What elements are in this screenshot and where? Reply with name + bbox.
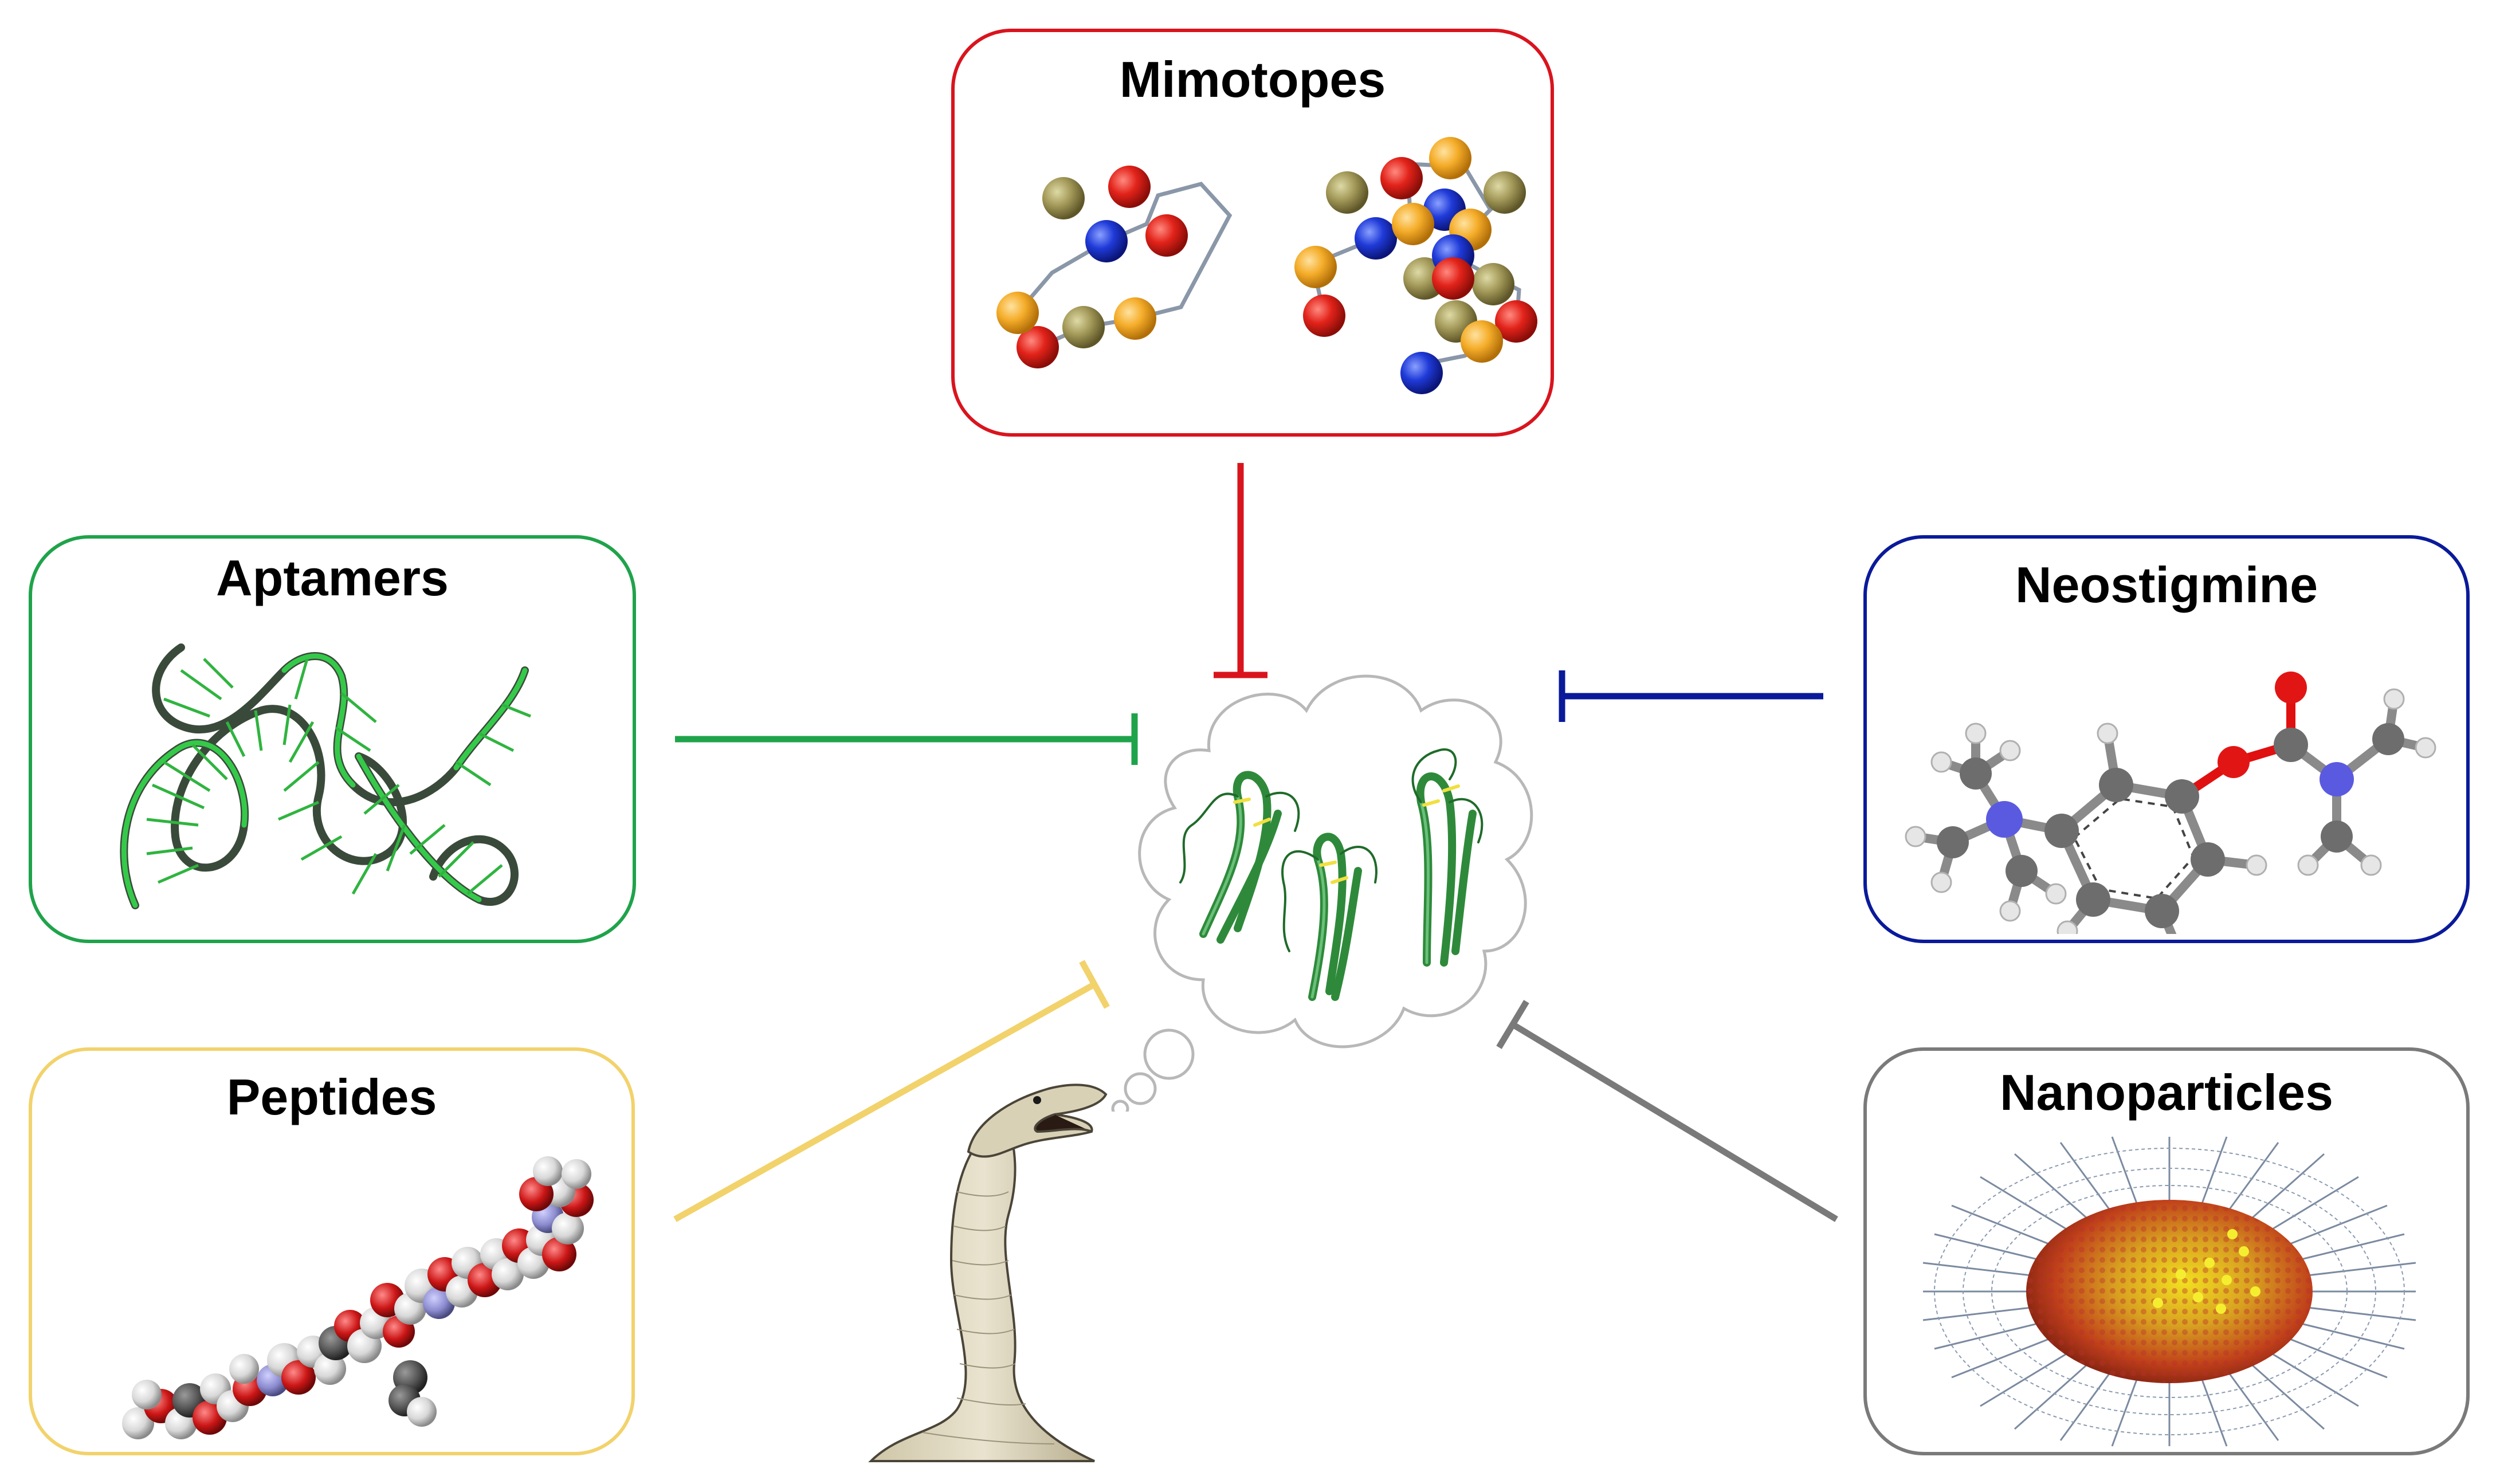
ligand-coated-nanoparticle-image (1922, 1136, 2416, 1447)
three-finger-toxins-in-thought-cloud-image (1111, 674, 1533, 1112)
peptides-box: Peptides (29, 1047, 635, 1455)
nanoparticles-title: Nanoparticles (2000, 1064, 2333, 1121)
ball-and-stick-molecule-image (1905, 672, 2436, 934)
aptamers-title: Aptamers (216, 549, 449, 606)
snake-head-image (868, 1083, 1108, 1462)
mimotopes-connector (1214, 463, 1267, 678)
toxin-ribbons (1179, 748, 1484, 1001)
aptamers-box: Aptamers (29, 535, 636, 943)
peptide-atoms (122, 1156, 594, 1439)
neostigmine-connector (1559, 670, 1823, 722)
mimotopes-box: Mimotopes (951, 29, 1554, 437)
amino-acid-bead-chains-image (996, 137, 1537, 394)
aptamers-connector (675, 713, 1138, 765)
neostigmine-title: Neostigmine (2015, 556, 2318, 613)
nanoparticles-box: Nanoparticles (1863, 1047, 2470, 1455)
space-filling-peptide-image (122, 1156, 594, 1439)
nanoparticles-connector (1496, 1000, 1838, 1222)
mimotopes-title: Mimotopes (1119, 51, 1386, 108)
peptides-connector (673, 960, 1110, 1222)
neostigmine-box: Neostigmine (1863, 535, 2470, 943)
rna-ribbon-structure-image (120, 643, 531, 909)
peptides-title: Peptides (226, 1069, 437, 1125)
